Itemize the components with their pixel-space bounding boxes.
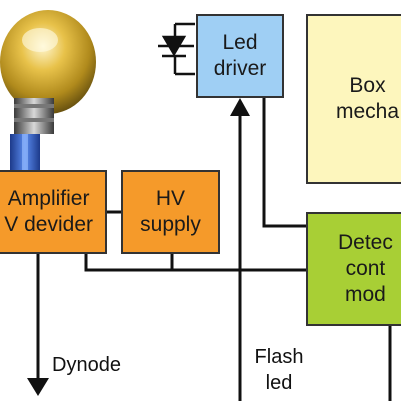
hv-supply-block: HV supply	[121, 170, 220, 254]
amplifier-block: Amplifier V devider	[0, 170, 107, 254]
flash-led-label: Flash led	[254, 346, 304, 394]
dynode-arrowhead	[27, 378, 49, 396]
box-mechanics-block: Box mecha	[306, 14, 401, 184]
flash-arrowhead	[230, 98, 250, 116]
detector-module-block: Detec cont mod	[306, 212, 401, 326]
pmt-icon	[0, 10, 96, 170]
led-driver-block: Led driver	[196, 14, 284, 98]
led-diode-icon	[158, 22, 195, 76]
dynode-label: Dynode	[52, 354, 121, 376]
connectors	[36, 98, 392, 401]
